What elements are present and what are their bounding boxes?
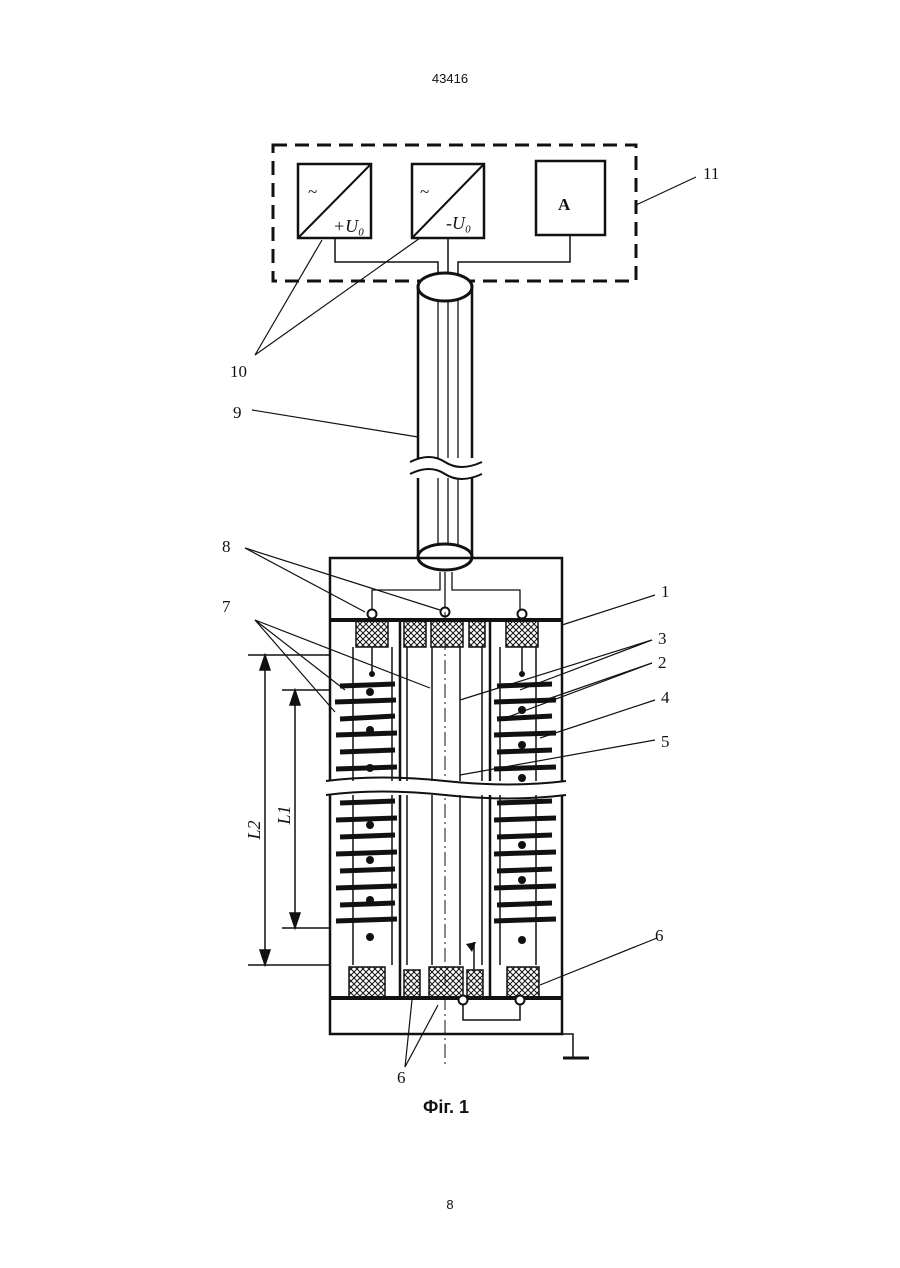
ac-source-minus: ~ -U₀ [412, 164, 484, 238]
terminals [368, 608, 527, 619]
fins-right [494, 684, 556, 921]
callout-11: 11 [703, 164, 719, 183]
ac-glyph-minus: ~ [420, 182, 429, 201]
callout-6-bottom: 6 [397, 1068, 406, 1087]
figure-caption: Фіг. 1 [423, 1097, 469, 1117]
callout-5: 5 [661, 732, 670, 751]
source-minus-label: -U₀ [446, 213, 471, 233]
fins-left [335, 684, 397, 921]
page-number: 8 [0, 1197, 900, 1212]
ammeter: A [536, 161, 605, 235]
ac-glyph-plus: ~ [308, 182, 317, 201]
callout-7: 7 [222, 597, 231, 616]
callout-3: 3 [658, 629, 667, 648]
top-insulators [356, 619, 538, 647]
bottom-insulators [349, 967, 539, 998]
housing-break [326, 778, 566, 799]
dimension-L1: L1 [274, 805, 294, 825]
callout-10: 10 [230, 362, 247, 381]
callout-6-right: 6 [655, 926, 664, 945]
callout-1: 1 [661, 582, 670, 601]
source-plus-label: +U₀ [333, 216, 364, 236]
callout-9: 9 [233, 403, 242, 422]
cable-upper [410, 273, 482, 467]
callout-8: 8 [222, 537, 231, 556]
ac-source-plus: ~ +U₀ [298, 164, 371, 238]
callout-2: 2 [658, 653, 667, 672]
dimension-L2: L2 [244, 820, 264, 840]
callout-4: 4 [661, 688, 670, 707]
cable-lower [410, 469, 482, 570]
ammeter-label: A [558, 195, 571, 214]
fin-contacts [366, 671, 526, 952]
